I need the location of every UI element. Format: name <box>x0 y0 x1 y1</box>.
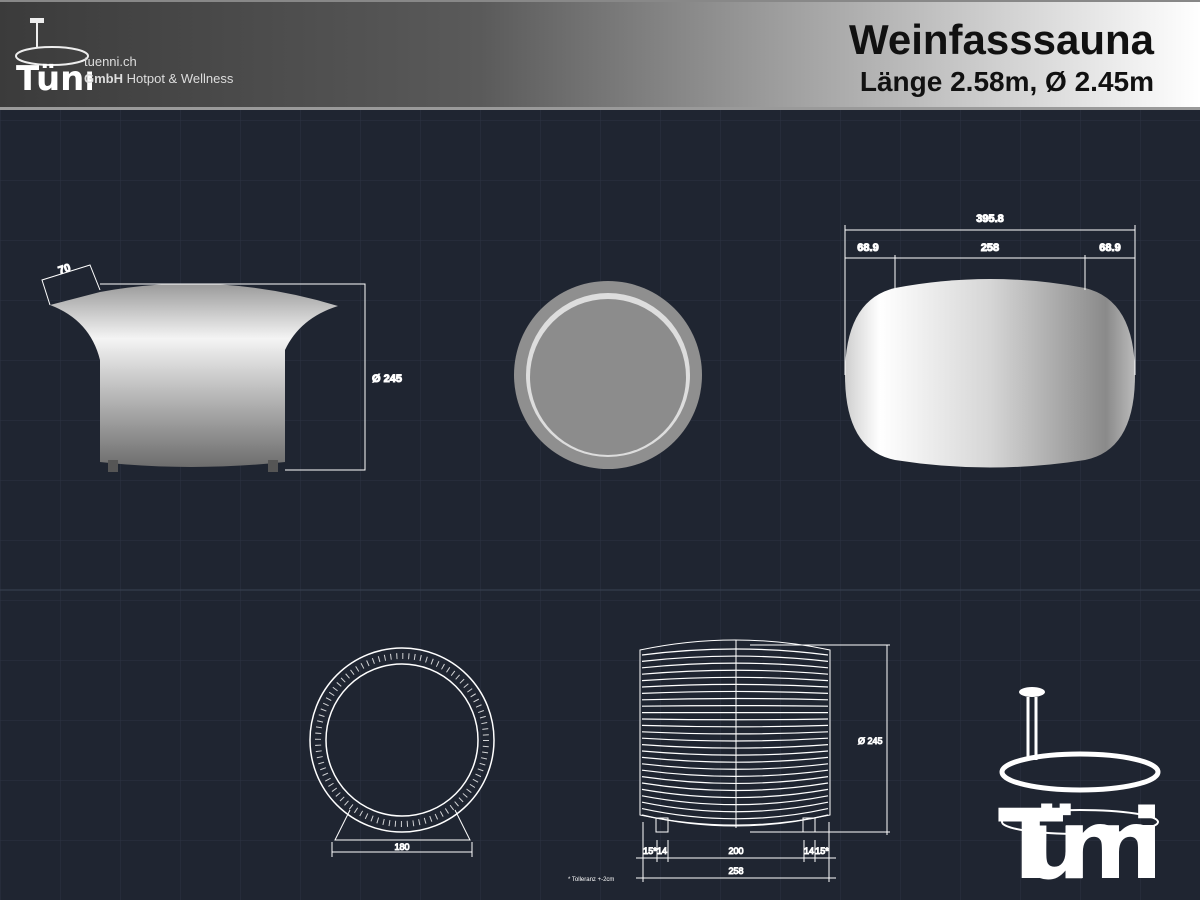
technical-drawing: 70 Ø 245 395.8 68.9 258 68.9 180 <box>0 110 1200 900</box>
frame-length-dimension: 258 <box>728 866 743 876</box>
foot-spacing-dimension: 200 <box>728 846 743 856</box>
right-foot-dimension: 14 <box>804 846 814 856</box>
page-subtitle: Länge 2.58m, Ø 2.45m <box>859 66 1154 97</box>
depth-dimension: 70 <box>57 262 72 277</box>
body-length-dimension: 258 <box>981 242 999 254</box>
left-offset-dimension: 15* <box>643 846 657 856</box>
header-banner: Tünni tuenni.ch GmbH Hotpot & Wellness W… <box>0 0 1200 110</box>
right-overhang-dimension: 68.9 <box>1099 242 1120 254</box>
tolerance-note: * Tolleranz +-2cm <box>568 877 614 883</box>
front-frame-view: 180 <box>309 647 495 857</box>
right-offset-dimension: 15* <box>815 846 829 856</box>
svg-text:Tünni: Tünni <box>16 59 92 99</box>
svg-text:Tünni: Tünni <box>998 789 1163 900</box>
side-view: 70 Ø 245 <box>41 261 402 472</box>
page-title: Weinfasssauna <box>848 16 1154 63</box>
left-overhang-dimension: 68.9 <box>857 242 878 254</box>
brand-url: tuenni.ch <box>84 54 137 69</box>
stand-width-dimension: 180 <box>394 842 409 852</box>
frame-slat <box>641 705 829 707</box>
left-foot-dimension: 14 <box>657 846 667 856</box>
diameter-dimension: Ø 245 <box>372 373 402 385</box>
top-view: 395.8 68.9 258 68.9 <box>844 213 1136 468</box>
side-frame-view: Ø 245 15* 14 200 14 15* 258 * Tolleranz … <box>568 639 890 883</box>
tuenni-logo: Tünni <box>998 687 1163 900</box>
brand-tagline-text: Hotpot & Wellness <box>126 71 234 86</box>
brand-logo-small: Tünni <box>15 18 92 99</box>
brand-tagline: GmbH Hotpot & Wellness <box>84 71 233 86</box>
total-length-dimension: 395.8 <box>976 213 1004 225</box>
front-view <box>514 281 702 469</box>
brand-company: GmbH <box>84 71 123 86</box>
frame-diameter-dimension: Ø 245 <box>858 736 883 746</box>
